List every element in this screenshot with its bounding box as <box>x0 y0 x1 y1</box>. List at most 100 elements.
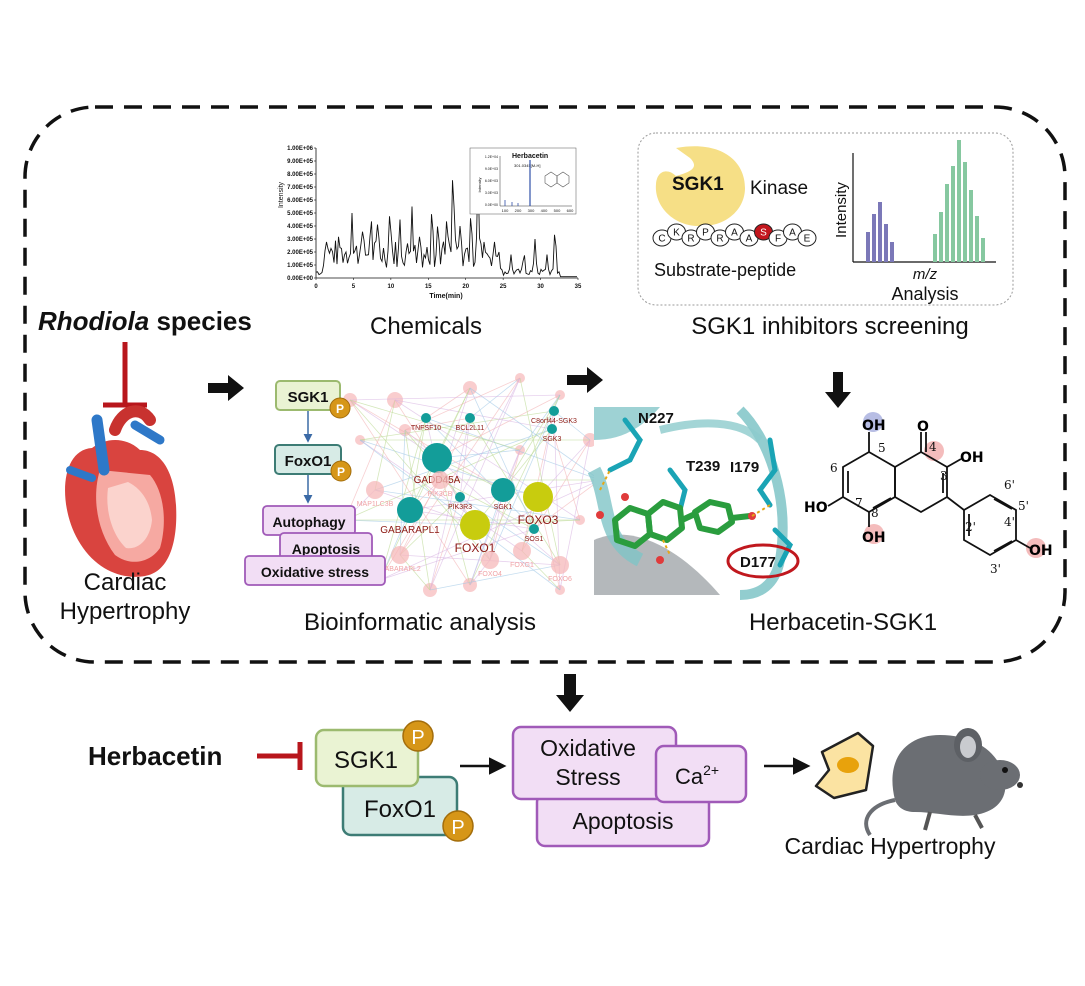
network-node <box>523 482 553 512</box>
herbacetin-structure: OH O OH HO OH OH 5 4 3 6 7 8 2' 3' 4' 5'… <box>804 412 1053 576</box>
chromatogram-x-tick: 35 <box>575 284 582 290</box>
network-edge <box>519 377 561 566</box>
inset-y-tick: 0.0E+00 <box>485 203 498 207</box>
mechanism-calcium: Ca2+ <box>675 762 719 789</box>
network-edge <box>344 428 553 521</box>
chromatogram-y-tick: 8.00E+05 <box>287 172 314 178</box>
peptide-residue-label: R <box>716 234 723 245</box>
network-edge <box>349 399 504 491</box>
network-edge <box>379 528 535 581</box>
network-node-label: FOXG1 <box>510 562 534 569</box>
chromatogram-x-tick: 0 <box>314 284 318 290</box>
network-edge <box>469 417 561 566</box>
chromatogram-x-tick: 20 <box>462 284 469 290</box>
network-node <box>391 546 409 564</box>
atom-oh-5: OH <box>862 418 886 434</box>
atom-ho-7: HO <box>804 500 828 516</box>
network-edge <box>551 428 581 521</box>
network-edge <box>374 428 553 491</box>
mechanism-sgk1-phospho: P <box>411 727 424 749</box>
network-edge <box>359 410 555 441</box>
pos-4: 4 <box>929 440 937 454</box>
chromatogram-y-tick: 1.00E+06 <box>287 146 314 152</box>
inhibition-symbol <box>103 342 147 408</box>
docking-view: N227 T239 I179 D177 <box>587 406 800 600</box>
network-edge <box>537 496 561 591</box>
spectrum-x-label: m/z <box>913 266 938 283</box>
mouse-icon <box>864 728 1023 837</box>
network-edge <box>553 410 591 441</box>
flow-arrow-down-2 <box>556 674 584 712</box>
network-node <box>481 551 499 569</box>
network-node-label: SGK3 <box>543 436 562 443</box>
network-node-label: SOS1 <box>525 536 544 543</box>
chromatogram: Intensity 1.00E+069.00E+058.00E+057.00E+… <box>278 146 582 300</box>
cardiomyocyte-icon <box>814 731 875 800</box>
network-edge <box>349 394 561 401</box>
chromatogram-y-tick: 1.00E+05 <box>287 263 314 269</box>
mechanism-sgk1-box: SGK1 P <box>314 720 434 788</box>
pathway-sgk1: SGK1 P <box>275 380 351 419</box>
network-edge <box>469 387 601 481</box>
pos-4prime: 4' <box>1004 515 1015 529</box>
pos-3prime: 3' <box>990 562 1001 576</box>
pathway-outcomes: Autophagy Apoptosis Oxidative stress <box>244 505 386 586</box>
disease-label-line2: Hypertrophy <box>60 598 191 625</box>
kinase-label: Kinase <box>750 178 808 199</box>
species-label: Rhodiola species <box>38 306 252 336</box>
peptide-residue-label: K <box>673 228 680 239</box>
mechanism-oxidative-line1: Oxidative <box>540 735 636 761</box>
protein-network: TNFSF10BCL2L11GADD45AC8orf44-SGK3SGK3GAB… <box>339 373 605 597</box>
network-edge <box>349 399 438 459</box>
network-edge <box>399 496 461 556</box>
network-node-label: MAP1LC3B <box>357 501 394 508</box>
network-edge <box>425 417 601 481</box>
network-node <box>551 556 569 574</box>
peptide-residue-label: R <box>687 234 694 245</box>
network-edge <box>379 417 427 581</box>
atom-oh-3: OH <box>960 450 984 466</box>
pathway-apoptosis: Apoptosis <box>292 541 361 557</box>
inset-y-tick: 6.0E+03 <box>485 179 498 183</box>
chromatogram-y-tick: 6.00E+05 <box>287 198 314 204</box>
network-node-label: GABARAPL2 <box>379 566 421 573</box>
pos-5prime: 5' <box>1018 499 1029 513</box>
network-edge <box>429 564 561 591</box>
peptide-residue-label: A <box>789 228 796 239</box>
network-node <box>460 510 490 540</box>
network-edge <box>399 554 561 566</box>
mechanism-oxidative-line2: Stress <box>555 764 620 790</box>
peptide-residue <box>797 229 817 247</box>
pos-7: 7 <box>855 496 863 510</box>
pathway-oxidative-stress: Oxidative stress <box>261 564 369 580</box>
network-node-label: PIK3R3 <box>448 504 472 511</box>
bioinfo-caption: Bioinformatic analysis <box>304 609 536 636</box>
network-node <box>465 413 475 423</box>
network-node <box>513 542 531 560</box>
network-edge <box>521 550 561 591</box>
pos-2prime: 2' <box>965 520 976 534</box>
inset-x-tick: 100 <box>502 208 509 213</box>
residue-t239: T239 <box>686 458 720 475</box>
network-edge <box>374 399 396 491</box>
sgk1-enzyme-shape: SGK1 <box>655 146 745 227</box>
chromatogram-x-tick: 25 <box>500 284 507 290</box>
network-edge <box>519 394 561 451</box>
peptide-residue-label: A <box>731 228 738 239</box>
inset-x-tick: 200 <box>515 208 522 213</box>
pathway-sgk1-phospho: P <box>336 402 344 416</box>
flow-arrow-down-1 <box>825 372 851 408</box>
residue-i179: I179 <box>730 459 759 476</box>
network-node-label: PIK3CB <box>428 491 453 498</box>
pathway-foxo1-phospho: P <box>337 465 345 479</box>
network-edge <box>469 377 521 419</box>
network-node-label: SGK1 <box>494 504 513 511</box>
chromatogram-y-tick: 0.00E+00 <box>287 276 314 282</box>
pos-5: 5 <box>878 441 886 455</box>
chromatogram-y-tick: 9.00E+05 <box>287 159 314 165</box>
inset-x-tick: 500 <box>554 208 561 213</box>
inset-ms-spectrum: Herbacetin 301.0345[M-H] Intensity 1.2E+… <box>469 147 577 215</box>
network-node-label: GABARAPL1 <box>380 525 440 536</box>
pos-8: 8 <box>871 506 879 520</box>
